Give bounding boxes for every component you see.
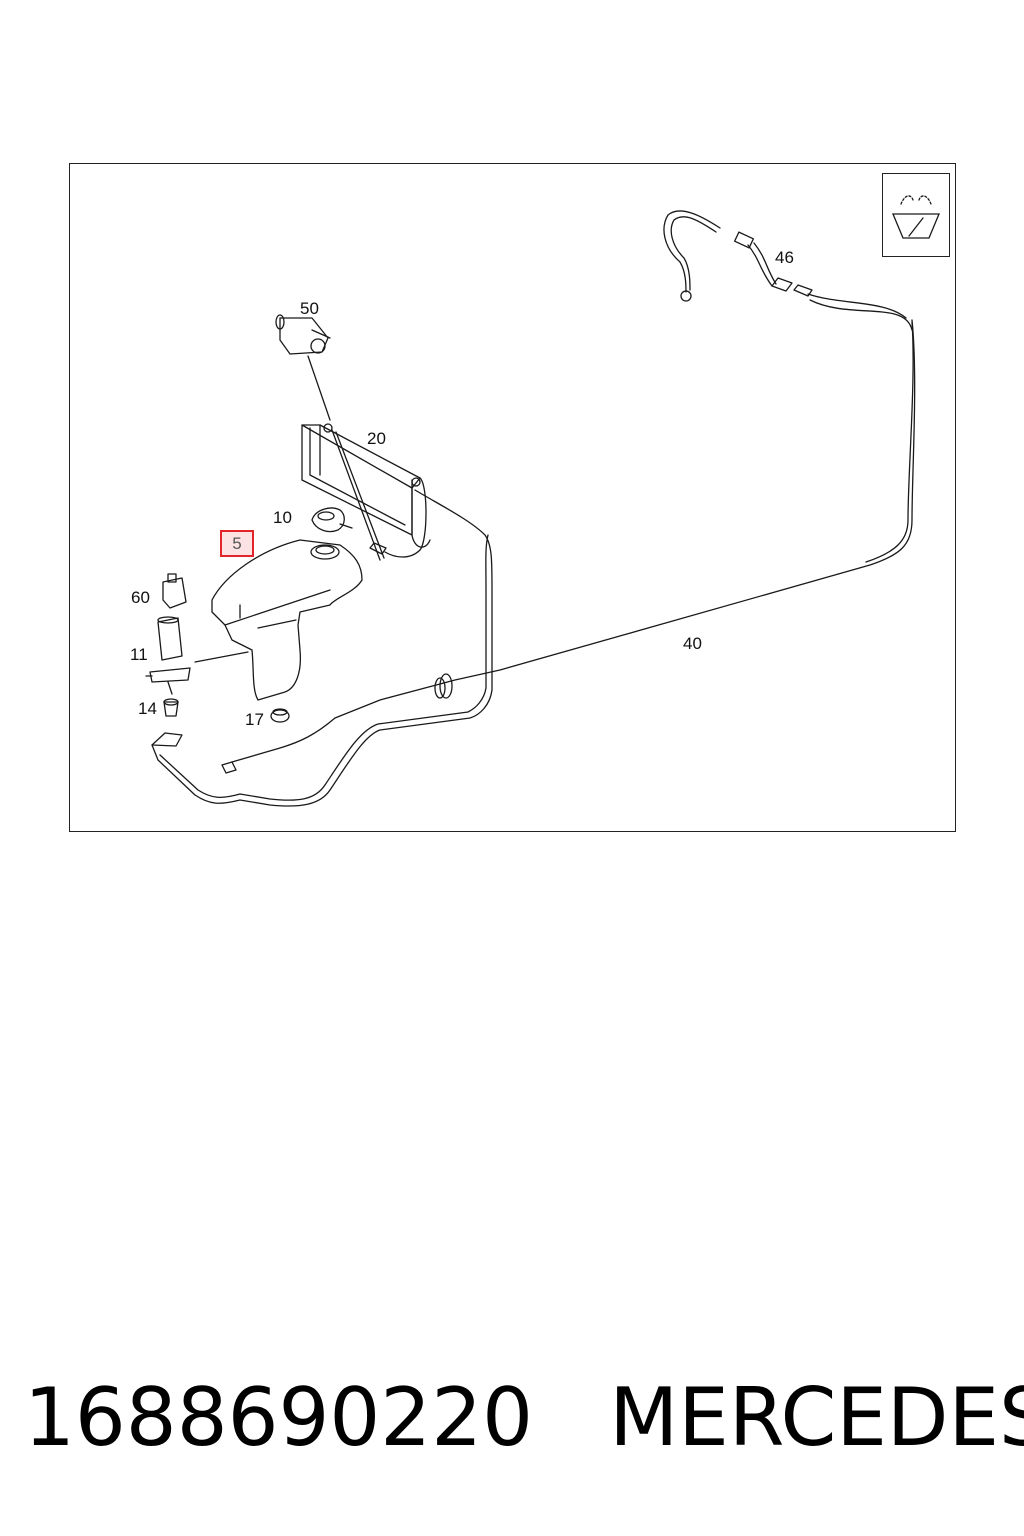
callout-20: 20 — [367, 429, 386, 448]
callout-10: 10 — [273, 508, 292, 527]
brand-name: MERCEDES — [609, 1371, 1024, 1464]
callout-17: 17 — [245, 710, 264, 729]
connector-46 — [771, 277, 793, 292]
callout-40: 40 — [683, 634, 702, 653]
part-50 — [279, 317, 329, 355]
caption: 1688690220 MERCEDES — [24, 1368, 1024, 1468]
callout-60: 60 — [131, 588, 150, 607]
washer-system-diagram — [145, 210, 916, 807]
part-number: 1688690220 — [24, 1371, 533, 1464]
hose-40 — [231, 319, 916, 763]
part-60 — [162, 577, 187, 609]
part-17 — [270, 709, 290, 723]
reservoir-5 — [211, 539, 363, 701]
callout-46: 46 — [775, 248, 794, 267]
callout-14: 14 — [138, 699, 157, 718]
callout-11: 11 — [130, 645, 148, 664]
diagram-frame — [69, 163, 956, 832]
part-10 — [311, 507, 345, 533]
callout-5-highlight[interactable]: 5 — [220, 530, 254, 557]
windshield-wiper-icon — [882, 173, 950, 257]
callout-50: 50 — [300, 299, 319, 318]
part-11 — [157, 617, 183, 661]
part-14 — [163, 701, 179, 717]
callout-5: 5 — [232, 533, 242, 553]
